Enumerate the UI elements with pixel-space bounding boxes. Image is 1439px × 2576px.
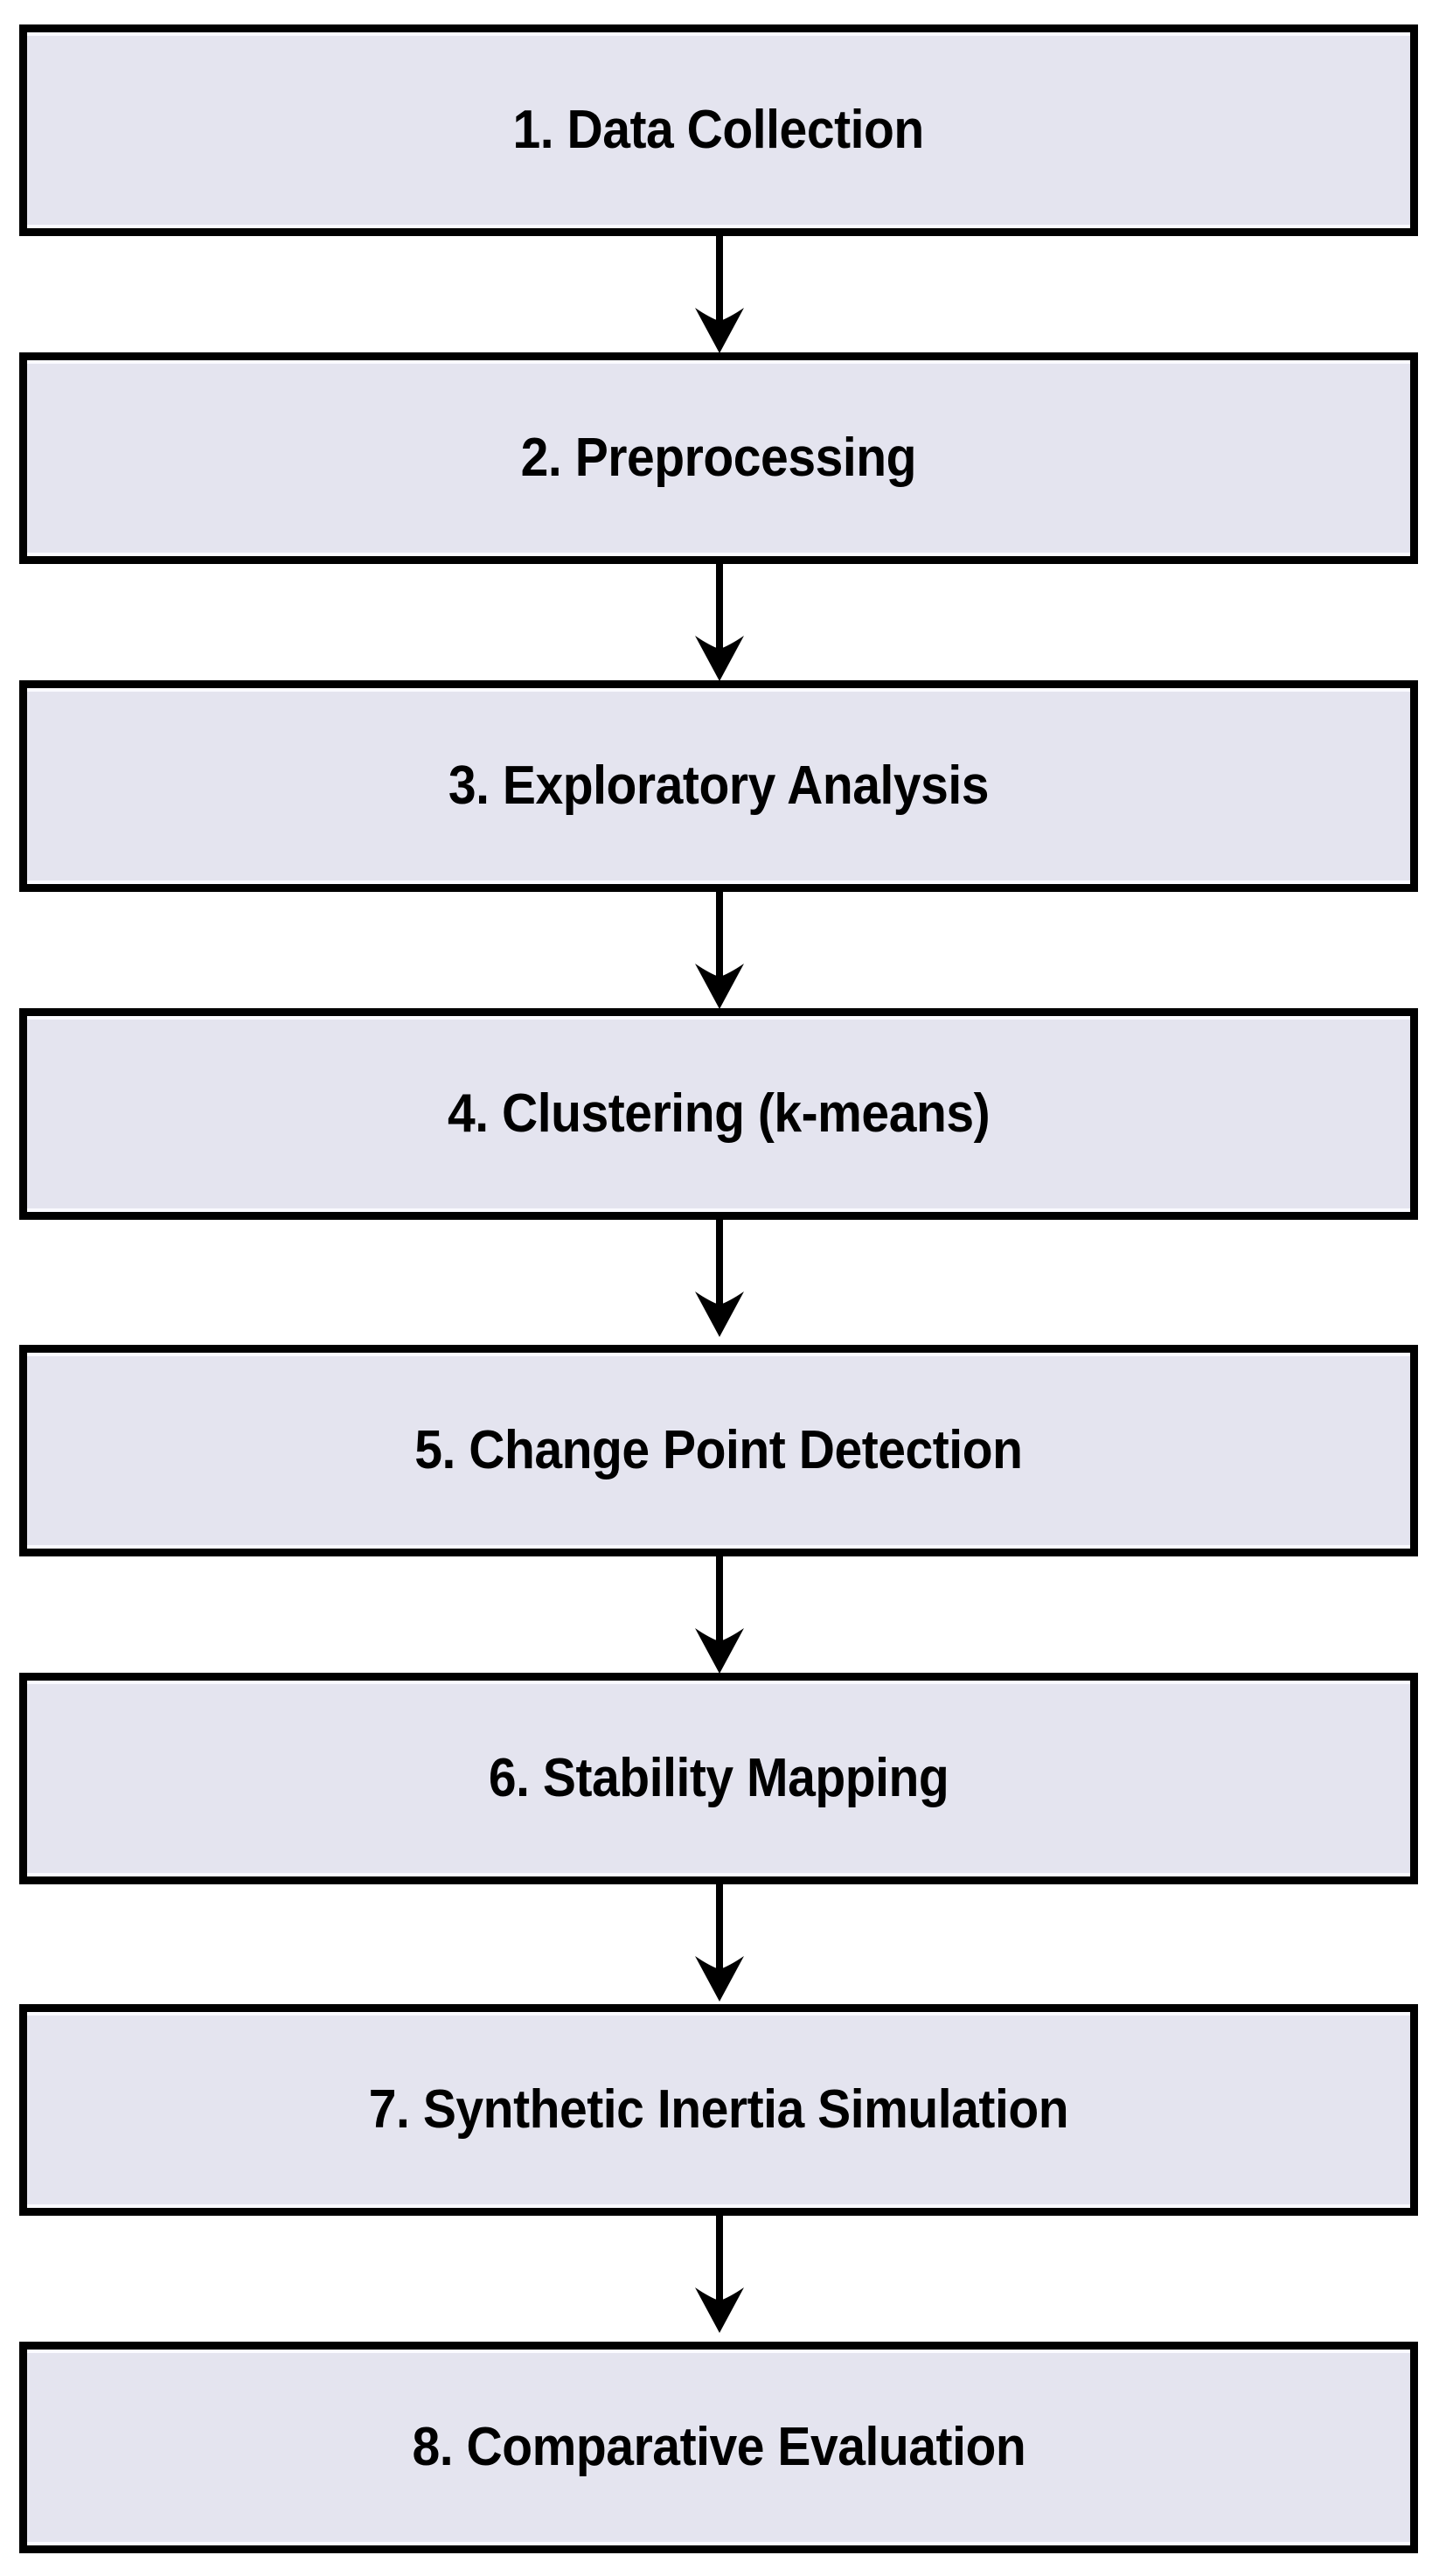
flowchart-node-label: 2. Preprocessing (520, 428, 917, 489)
flowchart-node-label: 6. Stability Mapping (488, 1748, 949, 1809)
arrow-down-icon (695, 2216, 744, 2333)
flowchart-node-label: 4. Clustering (k-means) (447, 1083, 991, 1145)
arrow-down-icon (695, 1220, 744, 1337)
flowchart-node-label: 5. Change Point Detection (414, 1420, 1023, 1481)
arrow-down-icon (695, 892, 744, 1009)
flowchart-node-step-7[interactable]: 7. Synthetic Inertia Simulation (19, 2004, 1418, 2216)
flowchart-node-step-2[interactable]: 2. Preprocessing (19, 352, 1418, 564)
arrow-down-icon (695, 236, 744, 353)
flowchart-node-step-3[interactable]: 3. Exploratory Analysis (19, 680, 1418, 892)
flowchart-node-label: 3. Exploratory Analysis (448, 755, 990, 817)
flowchart-arrow-7-to-8 (685, 2216, 754, 2335)
flowchart-node-step-6[interactable]: 6. Stability Mapping (19, 1673, 1418, 1884)
flowchart-node-step-8[interactable]: 8. Comparative Evaluation (19, 2342, 1418, 2553)
flowchart-arrow-2-to-3 (685, 564, 754, 683)
flowchart-node-label: 7. Synthetic Inertia Simulation (368, 2079, 1069, 2141)
flowchart-arrow-5-to-6 (685, 1556, 754, 1675)
flowchart-arrow-4-to-5 (685, 1220, 754, 1339)
flowchart-node-label: 1. Data Collection (512, 100, 925, 161)
flowchart-arrow-3-to-4 (685, 892, 754, 1011)
arrow-down-icon (695, 564, 744, 681)
flowchart-node-label: 8. Comparative Evaluation (412, 2417, 1025, 2478)
flowchart-node-step-1[interactable]: 1. Data Collection (19, 24, 1418, 236)
arrow-down-icon (695, 1556, 744, 1674)
flowchart-node-step-5[interactable]: 5. Change Point Detection (19, 1345, 1418, 1556)
flowchart-arrow-6-to-7 (685, 1884, 754, 2003)
flowchart-arrow-1-to-2 (685, 236, 754, 355)
arrow-down-icon (695, 1884, 744, 2002)
flowchart-node-step-4[interactable]: 4. Clustering (k-means) (19, 1008, 1418, 1220)
